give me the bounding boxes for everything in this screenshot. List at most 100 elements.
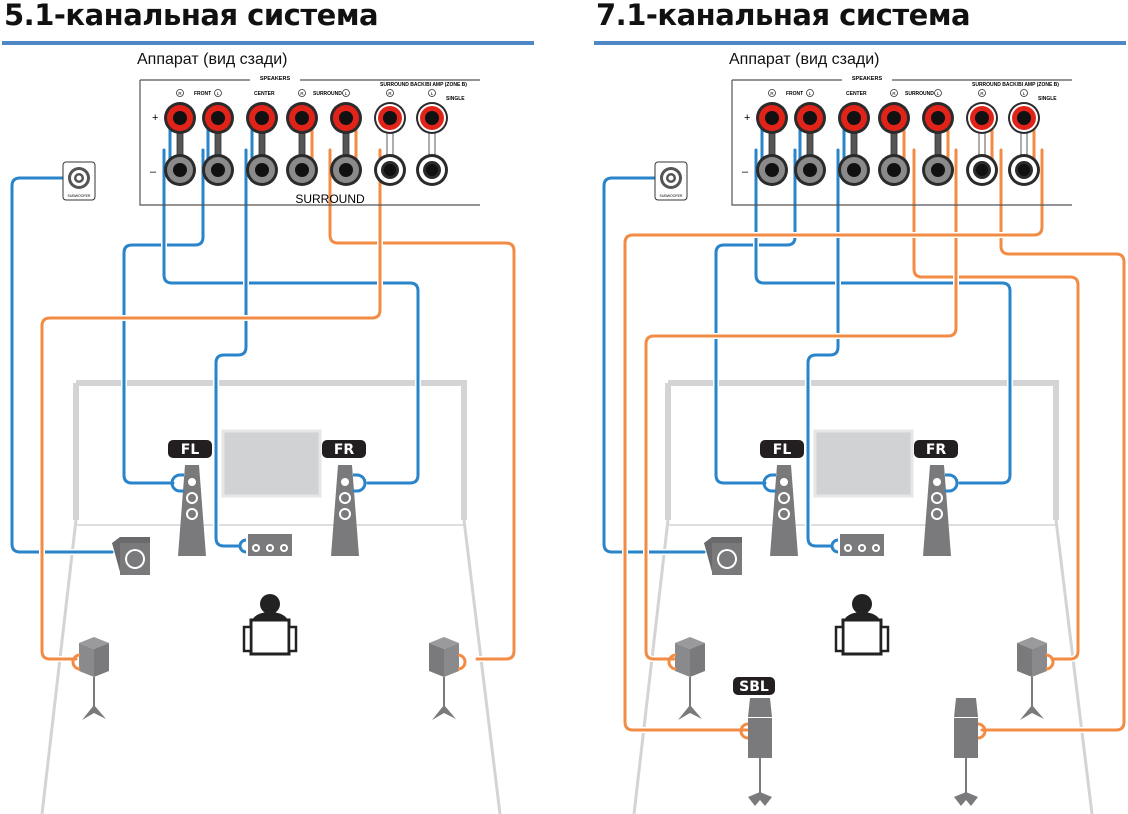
terminal-hole xyxy=(295,111,309,125)
channel-marker-text: R xyxy=(770,91,774,96)
terminal-hole xyxy=(847,163,861,177)
group-label-center: CENTER xyxy=(846,91,867,97)
speaker-terminal xyxy=(416,154,448,186)
subwoofer-cone xyxy=(127,551,143,567)
channel-marker xyxy=(890,89,898,97)
speaker-label: FL xyxy=(773,442,792,458)
group-label-surround-back: SURROUND BACK/BI AMP (ZONE B) xyxy=(972,82,1059,88)
speaker-terminal xyxy=(330,154,362,186)
wire-center xyxy=(214,148,248,548)
speaker-stand-base xyxy=(432,705,456,720)
terminal-hole xyxy=(1017,111,1031,125)
terminal-connector xyxy=(977,722,987,740)
surround-speaker-front xyxy=(444,643,459,677)
terminal-hole xyxy=(975,111,989,125)
group-label-surround: SURROUND xyxy=(313,91,342,97)
surround-back-speaker-body xyxy=(748,718,772,758)
channel-marker-text: R xyxy=(980,91,984,96)
terminal-hole xyxy=(887,111,901,125)
chair-arm-left xyxy=(834,625,845,653)
wire-subwoofer-halo xyxy=(9,175,115,555)
wire-subwoofer xyxy=(10,176,114,554)
terminal-hole xyxy=(803,163,817,177)
surround-back-speaker-top xyxy=(954,698,978,717)
channel-marker-text: L xyxy=(345,91,348,96)
channel-marker-text: R xyxy=(178,91,182,96)
terminal-hole xyxy=(976,164,988,176)
wire-subwoofer xyxy=(602,176,706,554)
terminal-hole xyxy=(295,163,309,177)
tv xyxy=(221,429,322,498)
speaker-terminal xyxy=(878,102,910,134)
channel-marker xyxy=(768,89,776,97)
speaker-terminal xyxy=(966,154,998,186)
channel-marker xyxy=(214,89,222,97)
header-gap xyxy=(842,74,892,82)
speaker-label-bg xyxy=(733,677,775,695)
chair-arm-right xyxy=(879,625,890,653)
wire-surround-left xyxy=(40,148,382,661)
speaker-terminal xyxy=(838,102,870,134)
side-walls xyxy=(632,519,1094,814)
panel-title: 5.1-канальная система xyxy=(4,0,379,32)
surround-back-speaker-top xyxy=(748,698,772,717)
center-driver-cone xyxy=(268,546,272,550)
wire-surround-right xyxy=(912,148,1080,661)
terminal-connector xyxy=(238,538,247,554)
channel-marker-text: L xyxy=(1023,91,1026,96)
speaker-label-bg xyxy=(760,440,804,458)
wire-surround-right-halo xyxy=(327,147,517,662)
terminal-hole xyxy=(255,163,269,177)
speaker-terminal xyxy=(202,154,234,186)
speaker-terminal xyxy=(794,102,826,134)
wire-surround-back-right xyxy=(980,148,1126,732)
terminal-hole xyxy=(339,111,353,125)
title-underline xyxy=(2,41,534,45)
speaker-stand-base xyxy=(1020,705,1044,720)
speaker-terminal xyxy=(838,154,870,186)
wire-center xyxy=(806,148,840,548)
wire-front-right xyxy=(754,148,1012,485)
group-label-front: FRONT xyxy=(194,91,211,97)
tweeter xyxy=(188,478,196,486)
tweeter xyxy=(933,478,941,486)
group-label-center: CENTER xyxy=(254,91,275,97)
speaker-terminal xyxy=(878,154,910,186)
terminal-connector xyxy=(457,653,467,671)
channel-marker xyxy=(806,89,814,97)
channel-marker-text: L xyxy=(431,91,434,96)
terminal-hole xyxy=(255,111,269,125)
speaker-terminal xyxy=(966,102,998,134)
terminal-hole xyxy=(339,163,353,177)
terminal-hole xyxy=(765,111,779,125)
speaker-label: FR xyxy=(334,442,355,458)
title-underline xyxy=(594,41,1126,45)
channel-marker-text: R xyxy=(300,91,304,96)
chair-arm-left xyxy=(242,625,253,653)
channel-marker xyxy=(1020,89,1028,97)
speaker-terminal xyxy=(794,154,826,186)
center-driver-cone xyxy=(874,546,878,550)
channel-marker-text: L xyxy=(809,91,812,96)
speaker-label-bg xyxy=(168,440,212,458)
subwoofer-jack-label: SUBWOOFER xyxy=(68,194,91,198)
wire-surround-right xyxy=(328,148,516,661)
wire-front-left xyxy=(122,148,205,485)
terminal-connector xyxy=(945,473,959,493)
listener-head xyxy=(260,594,280,614)
woofer-cone xyxy=(341,510,349,518)
speaker-label: FL xyxy=(181,442,200,458)
speaker-terminal xyxy=(922,154,954,186)
minus-label: – xyxy=(742,166,749,178)
panel-7-1: 7.1-канальная система Аппарат (вид сзади… xyxy=(592,0,1128,814)
terminal-connector xyxy=(353,473,367,493)
wire-front-right xyxy=(162,148,420,485)
group-label-single: SINGLE xyxy=(446,96,465,102)
surround-speaker-side xyxy=(429,643,444,677)
terminal-hole xyxy=(211,163,225,177)
terminal-hole xyxy=(847,111,861,125)
speaker-terminal xyxy=(1008,102,1040,134)
speaker-terminal xyxy=(922,102,954,134)
woofer-cone xyxy=(780,510,788,518)
